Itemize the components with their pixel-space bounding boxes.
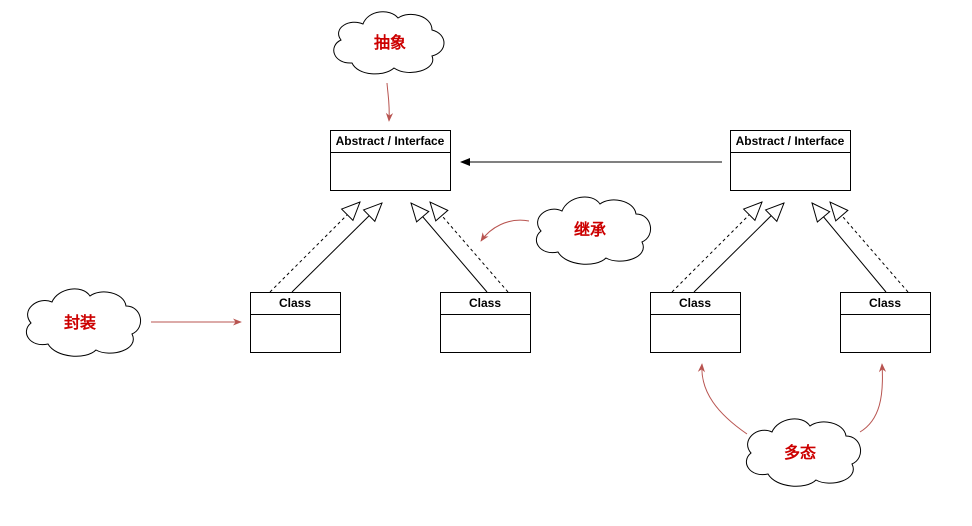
generalization-arrow-2 — [411, 203, 488, 293]
class-2-title: Class — [469, 296, 501, 310]
interface-left-title: Abstract / Interface — [336, 134, 445, 148]
class-1-title: Class — [279, 296, 311, 310]
class-4-title: Class — [869, 296, 901, 310]
realization-arrow-4 — [830, 202, 909, 293]
cloud-polymorphism: 多态 — [745, 418, 861, 487]
interface-box-left: Abstract / Interface — [330, 130, 451, 191]
cloud-abstraction: 抽象 — [333, 11, 445, 75]
realization-arrow-2 — [430, 202, 509, 293]
cloud-inheritance-label: 继承 — [574, 220, 606, 239]
polymorphism-pointer-arrow-right — [859, 363, 887, 433]
cloud-abstraction-label: 抽象 — [374, 33, 406, 52]
interface-right-title: Abstract / Interface — [736, 134, 845, 148]
interface-box-right: Abstract / Interface — [730, 130, 851, 191]
class-box-4: Class — [840, 292, 931, 353]
realization-arrow-3 — [671, 202, 762, 293]
abstraction-pointer-arrow — [385, 82, 394, 122]
polymorphism-pointer-arrow-left — [697, 363, 748, 435]
cloud-encapsulation: 封装 — [25, 288, 141, 357]
realization-arrow-1 — [269, 202, 360, 293]
generalization-arrow-1 — [291, 203, 382, 293]
generalization-arrow-4 — [812, 203, 887, 293]
generalization-arrow-3 — [693, 203, 784, 293]
inheritance-pointer-arrow — [480, 219, 530, 242]
class-box-3: Class — [650, 292, 741, 353]
cloud-inheritance: 继承 — [535, 196, 651, 265]
cloud-encapsulation-label: 封装 — [64, 313, 96, 332]
class-box-2: Class — [440, 292, 531, 353]
cloud-polymorphism-label: 多态 — [784, 443, 816, 462]
class-3-title: Class — [679, 296, 711, 310]
class-box-1: Class — [250, 292, 341, 353]
